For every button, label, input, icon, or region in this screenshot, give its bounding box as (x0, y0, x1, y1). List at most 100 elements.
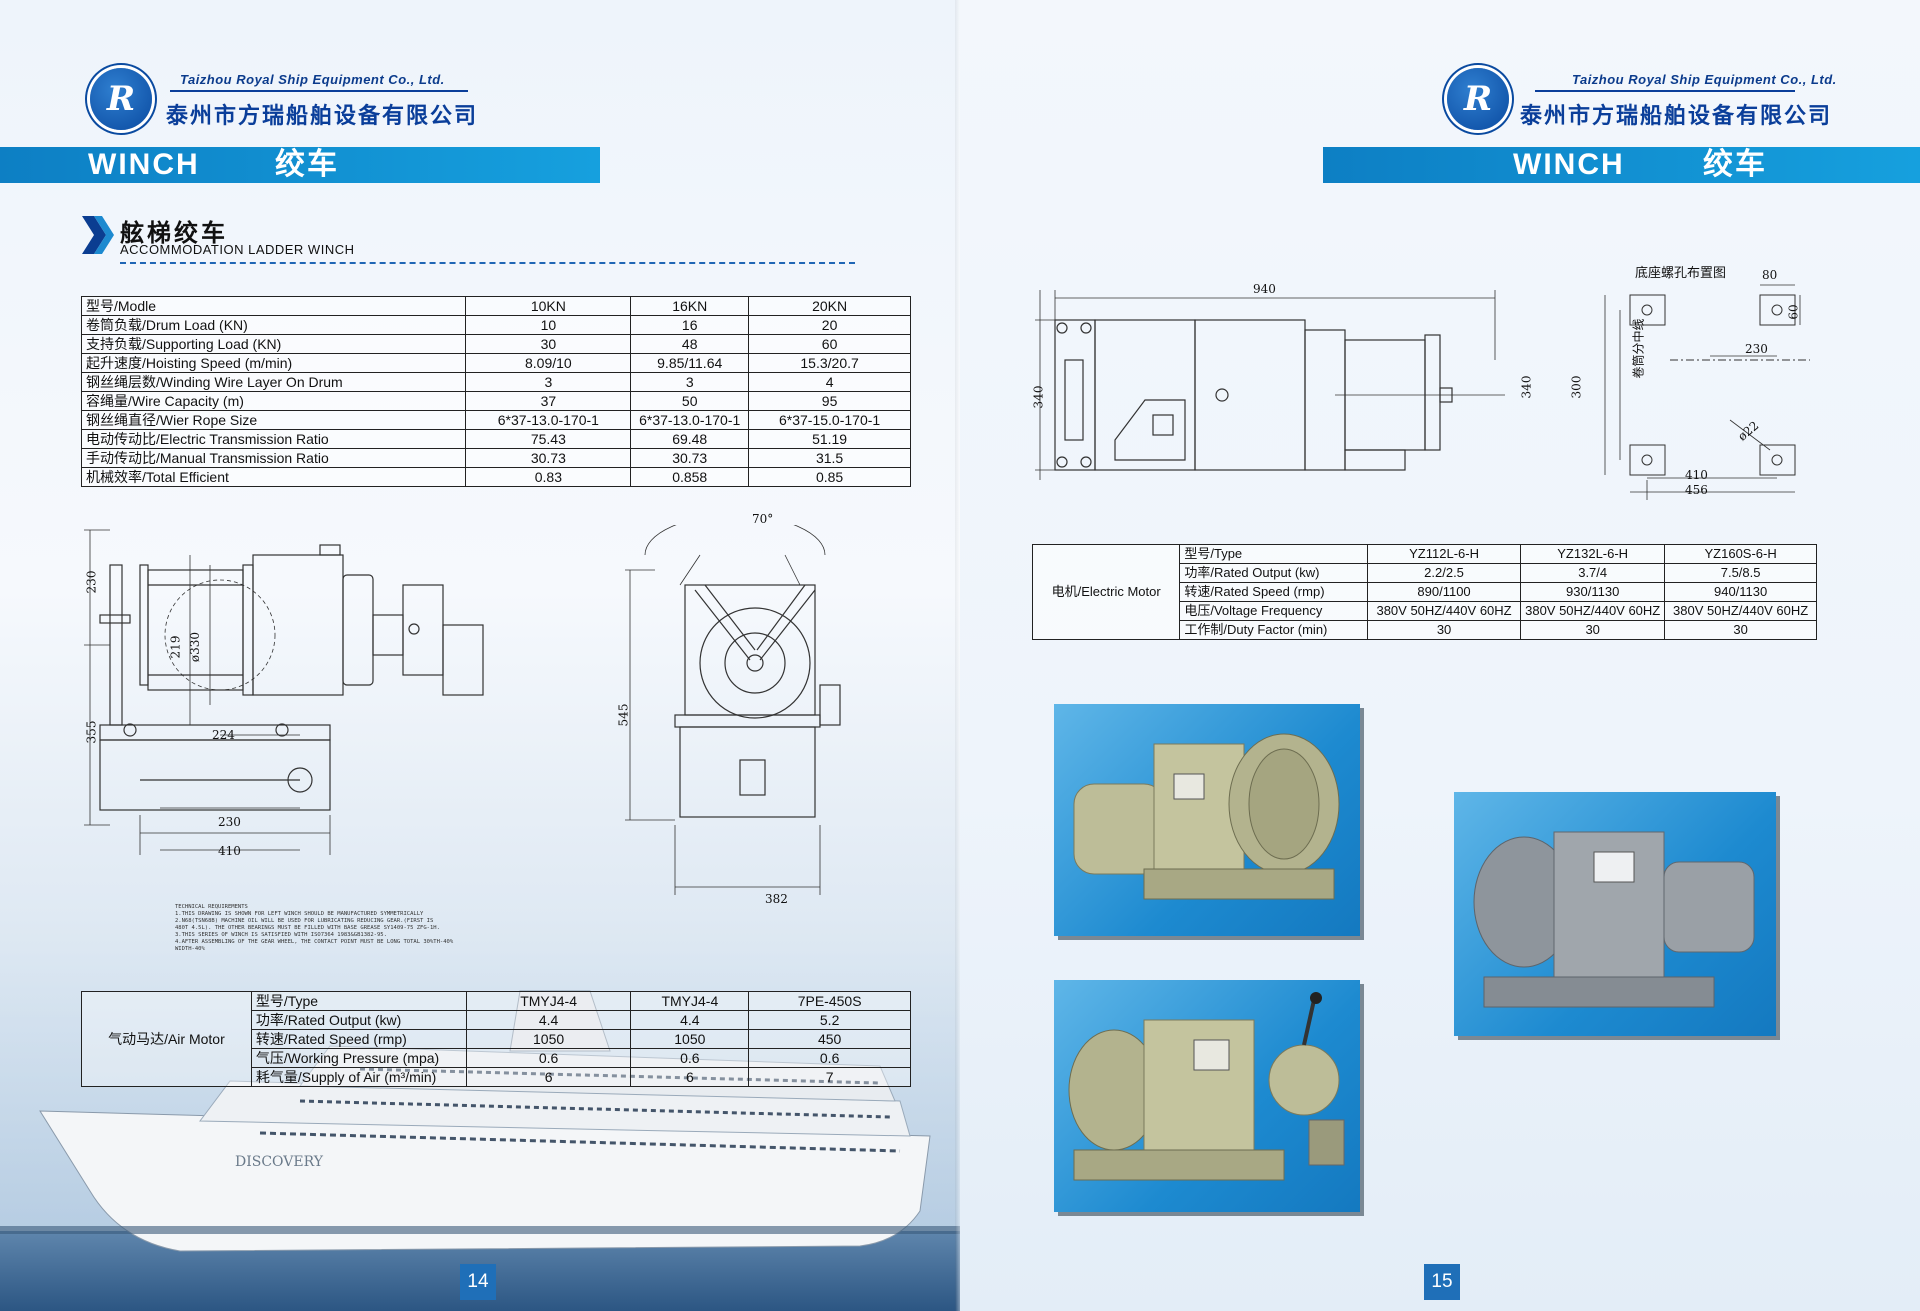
page-number: 14 (460, 1264, 496, 1300)
dim-label: 355 (84, 720, 99, 744)
notes-line: 4.AFTER ASSEMBLING OF THE GEAR WHEEL, TH… (175, 939, 454, 945)
table-cell: 功率/Rated Output (kw) (1179, 563, 1368, 583)
banner-cn: 绞车 (1703, 148, 1767, 181)
table-cell: 0.858 (630, 467, 750, 487)
banner-en: WINCH (1513, 148, 1625, 181)
section-title-en: ACCOMMODATION LADDER WINCH (120, 242, 355, 257)
table-cell: 2.2/2.5 (1366, 563, 1522, 583)
table-cell: 75.43 (465, 429, 632, 449)
table-cell: 6*37-15.0-170-1 (748, 410, 911, 430)
table-cell: 7.5/8.5 (1664, 563, 1817, 583)
table-cell: 60 (748, 334, 911, 354)
table-cell: 3 (630, 372, 750, 392)
table-cell: 耗气量/Supply of Air (m³/min) (250, 1067, 467, 1087)
table-cell: 51.19 (748, 429, 911, 449)
table-cell: 起升速度/Hoisting Speed (m/min) (80, 353, 467, 373)
table-cell: 卷筒负载/Drum Load (KN) (80, 315, 467, 335)
motor-label: 电机/Electric Motor (1031, 544, 1181, 640)
table-cell: 20 (748, 315, 911, 335)
dim-label: 410 (218, 844, 241, 858)
dim-label: 300 (1569, 375, 1584, 399)
dim-label: 224 (212, 728, 235, 742)
base-plan-title: 底座螺孔布置图 (1635, 266, 1727, 281)
table-cell: 380V 50HZ/440V 60HZ (1520, 601, 1666, 621)
table-cell: 4.4 (630, 1010, 750, 1030)
table-cell: 15.3/20.7 (748, 353, 911, 373)
table-cell: 7PE-450S (748, 991, 911, 1011)
table-cell: 9.85/11.64 (630, 353, 750, 373)
winch-side-view-drawing (84, 529, 484, 855)
notes-title: TECHNICAL REQUIREMENTS (175, 904, 248, 910)
table-cell: 940/1130 (1664, 582, 1817, 602)
winch-photo-2 (1054, 980, 1360, 1212)
table-cell: 型号/Type (1179, 544, 1368, 564)
base-plan-axis-label: 卷筒分中线 (1631, 318, 1646, 379)
dim-label: 340 (1031, 385, 1046, 409)
table-cell: 4.4 (465, 1010, 632, 1030)
table-cell: 气压/Working Pressure (mpa) (250, 1048, 467, 1068)
table-cell: 30 (465, 334, 632, 354)
notes-line: 3.THIS SERIES OF WINCH IS SATISFIED WITH… (175, 932, 387, 938)
table-cell: 20KN (748, 296, 911, 316)
table-cell: 16 (630, 315, 750, 335)
dim-label: 230 (218, 815, 241, 829)
section-banner: WINCH 绞车 (0, 147, 600, 183)
table-cell: 31.5 (748, 448, 911, 468)
right-page: R Taizhou Royal Ship Equipment Co., Ltd.… (960, 0, 1920, 1311)
notes-line: 480T 4.5L). THE OTHER BEARINGS MUST BE F… (175, 925, 440, 931)
table-cell: 机械效率/Total Efficient (80, 467, 467, 487)
table-cell: 0.85 (748, 467, 911, 487)
table-cell: 型号/Type (250, 991, 467, 1011)
table-cell: 930/1130 (1520, 582, 1666, 602)
company-divider (1535, 90, 1795, 92)
table-cell: 3 (465, 372, 632, 392)
table-cell: 10KN (465, 296, 632, 316)
motor-label: 气动马达/Air Motor (81, 991, 252, 1087)
table-cell: 890/1100 (1366, 582, 1522, 602)
company-logo-icon: R (1447, 68, 1509, 130)
table-cell: YZ160S-6-H (1664, 544, 1817, 564)
table-cell: 30.73 (465, 448, 632, 468)
winch-plan-view-drawing (1035, 290, 1505, 480)
dim-label: 80 (1762, 268, 1778, 282)
dim-label: 70° (752, 512, 774, 526)
table-cell: 4 (748, 372, 911, 392)
table-cell: 钢丝绳层数/Winding Wire Layer On Drum (80, 372, 467, 392)
table-cell: 30 (1664, 620, 1817, 640)
table-cell: 0.6 (630, 1048, 750, 1068)
table-cell: 支持负载/Supporting Load (KN) (80, 334, 467, 354)
notes-line: WIDTH-40% (175, 946, 205, 952)
table-cell: 380V 50HZ/440V 60HZ (1664, 601, 1817, 621)
winch-photo-3 (1454, 792, 1776, 1036)
section-banner: WINCH 绞车 (1323, 147, 1920, 183)
table-cell: 钢丝绳直径/Wier Rope Size (80, 410, 467, 430)
table-cell: 型号/Modle (80, 296, 467, 316)
table-cell: 功率/Rated Output (kw) (250, 1010, 467, 1030)
section-divider (120, 262, 855, 264)
table-cell: 0.6 (465, 1048, 632, 1068)
company-name-cn: 泰州市方瑞船舶设备有限公司 (1520, 104, 1833, 129)
table-cell: YZ112L-6-H (1366, 544, 1522, 564)
table-cell: 电动传动比/Electric Transmission Ratio (80, 429, 467, 449)
table-cell: 450 (748, 1029, 911, 1049)
company-name-en: Taizhou Royal Ship Equipment Co., Ltd. (1572, 72, 1837, 87)
table-cell: 转速/Rated Speed (rmp) (1179, 582, 1368, 602)
table-cell: 6*37-13.0-170-1 (630, 410, 750, 430)
dim-label: 230 (1745, 342, 1768, 356)
dim-label: 219 (168, 635, 183, 659)
table-cell: 1050 (630, 1029, 750, 1049)
dim-label: 545 (616, 703, 631, 727)
table-cell: 6*37-13.0-170-1 (465, 410, 632, 430)
table-cell: 37 (465, 391, 632, 411)
section-title-cn: 舷梯绞车 (120, 220, 228, 247)
table-cell: 30 (1520, 620, 1666, 640)
